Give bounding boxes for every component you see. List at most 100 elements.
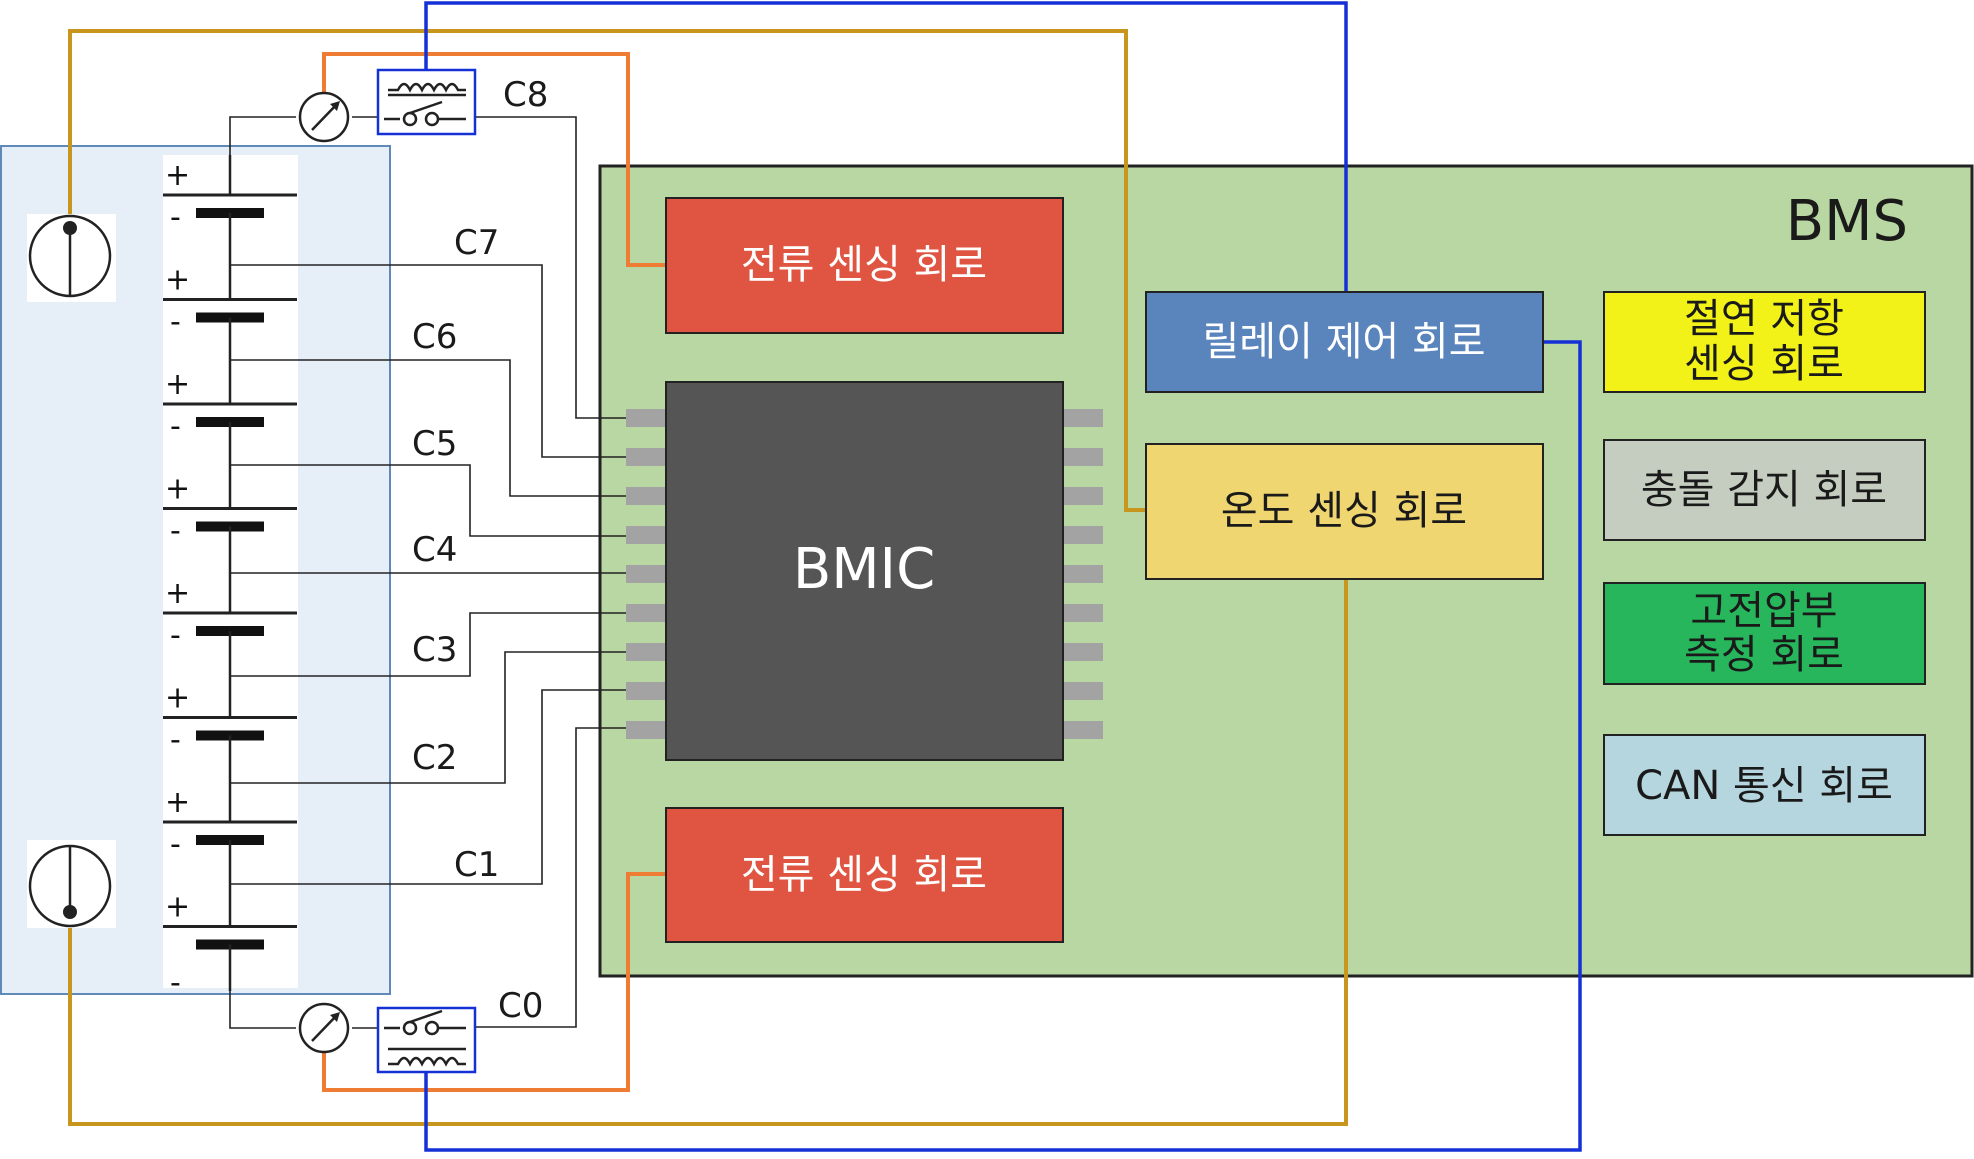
tap-label-c7: C7	[454, 223, 499, 263]
tap-label-c3: C3	[412, 630, 457, 670]
cell-minus-sign: -	[170, 305, 181, 340]
relay-top-contact-l	[402, 111, 418, 127]
cell-minus-sign: -	[170, 514, 181, 549]
bmic-pin-right	[1063, 643, 1103, 661]
tap-label-c0: C0	[498, 986, 543, 1026]
bmic-pin-left	[626, 487, 666, 505]
current-meter-top-arrowhead	[330, 101, 340, 111]
relay-control-box	[1145, 291, 1544, 393]
bmic-pin-left	[626, 643, 666, 661]
temp-sense-box	[1145, 443, 1544, 580]
cell-plus-sign: +	[165, 158, 190, 193]
temp-sensor-top	[27, 214, 116, 302]
wire-c1	[230, 689, 626, 885]
bmic-pin-left	[626, 448, 666, 466]
insulation-label-line1: 절연 저항	[1684, 296, 1844, 342]
can-box	[1603, 734, 1926, 836]
insulation-box	[1603, 291, 1926, 393]
hv-measure-label-line2: 측정 회로	[1684, 632, 1844, 678]
current-meter-top	[298, 91, 350, 143]
temp-sensor-top-dot	[63, 221, 77, 235]
blue-wire-top	[424, 1, 1348, 292]
cell-plus-sign: +	[165, 576, 190, 611]
cell-tap-wires	[229, 116, 626, 1029]
bmic-pin-right	[1063, 721, 1103, 739]
current-sense-box-top	[665, 197, 1064, 334]
relay-bottom-contact-l	[402, 1020, 418, 1036]
tap-label-c1: C1	[454, 845, 499, 885]
bmic-pin-left	[626, 526, 666, 544]
cell-plus-sign: +	[165, 472, 190, 507]
tap-label-c4: C4	[412, 530, 457, 570]
current-meter-bottom-arrowhead	[330, 1012, 340, 1022]
wire-c2	[230, 651, 626, 784]
current-sense-box-bottom	[665, 807, 1064, 943]
collision-label: 충돌 감지 회로	[1641, 467, 1887, 513]
gold-wire-bottom	[68, 578, 1348, 1126]
cell-minus-sign: -	[170, 827, 181, 862]
tap-label-c2: C2	[412, 738, 457, 778]
cell-minus-sign: -	[170, 723, 181, 758]
current-sense-wires	[322, 52, 666, 1092]
wire-c3	[230, 612, 626, 677]
bmic-pin-right	[1063, 565, 1103, 583]
bmic-pin-left	[626, 604, 666, 622]
cell-plus-sign: +	[165, 263, 190, 298]
relay-bottom	[376, 1006, 477, 1074]
collision-box	[1603, 439, 1926, 541]
cell-minus-sign: -	[170, 409, 181, 444]
bmic-pin-right	[1063, 409, 1103, 427]
wire-c8	[475, 116, 626, 419]
temperature-wires	[68, 29, 1348, 1126]
relay-bottom-contact-r	[424, 1020, 440, 1036]
cell-minus-sign: -	[170, 200, 181, 235]
cell-minus-sign: -	[170, 966, 181, 1001]
bmic-pin-right	[1063, 604, 1103, 622]
bmic-pins	[626, 409, 1103, 739]
relay-bottom-switch	[409, 1009, 443, 1024]
temp-sensor-bottom	[27, 840, 116, 928]
temp-sense-label: 온도 센싱 회로	[1221, 488, 1467, 534]
bmic-pin-right	[1063, 448, 1103, 466]
wire-c0	[475, 727, 626, 1028]
relay-top-coil	[388, 82, 466, 93]
bmic-pin-right	[1063, 682, 1103, 700]
current-meter-bottom	[298, 1002, 350, 1054]
hv-measure-label-line1: 고전압부	[1690, 588, 1837, 634]
orange-wire-top	[322, 52, 666, 267]
bmic-pin-left	[626, 565, 666, 583]
wire-c7	[230, 264, 626, 458]
relay-top-switch	[409, 100, 443, 115]
cell-minus-sign: -	[170, 618, 181, 653]
blue-wire-bottom	[424, 340, 1582, 1152]
relay-top	[376, 68, 477, 136]
bmic-label: BMIC	[793, 537, 935, 602]
bmic-pin-left	[626, 721, 666, 739]
current-sense-label-top: 전류 센싱 회로	[741, 242, 987, 288]
tap-label-c6: C6	[412, 317, 457, 357]
tap-label-c5: C5	[412, 424, 457, 464]
relay-top-contact-r	[424, 111, 440, 127]
hv-measure-box	[1603, 582, 1926, 685]
bms-board-title: BMS	[1786, 189, 1908, 254]
relay-bottom-coil	[388, 1056, 466, 1067]
orange-wire-bottom	[322, 872, 666, 1092]
cell-plus-sign: +	[165, 785, 190, 820]
bmic-pin-right	[1063, 487, 1103, 505]
cell-tap-labels: C8 C7 C6 C5 C4 C3 C2 C1 C0	[412, 75, 548, 1026]
battery-cells: +-+-+-+-+-+-+-+-	[163, 155, 297, 1001]
bmic-pin-left	[626, 409, 666, 427]
relay-top-frame	[376, 68, 477, 136]
relay-bottom-frame	[376, 1006, 477, 1074]
cell-plus-sign: +	[165, 367, 190, 402]
wire-c5	[230, 464, 626, 537]
insulation-label-line2: 센싱 회로	[1684, 341, 1844, 387]
bmic-pin-left	[626, 682, 666, 700]
bmic-pin-right	[1063, 526, 1103, 544]
gold-wire-top	[68, 29, 1146, 512]
temp-sensor-bottom-dot	[63, 905, 77, 919]
wire-pack-top	[229, 116, 296, 155]
cell-plus-sign: +	[165, 681, 190, 716]
tap-label-c8: C8	[503, 75, 548, 115]
